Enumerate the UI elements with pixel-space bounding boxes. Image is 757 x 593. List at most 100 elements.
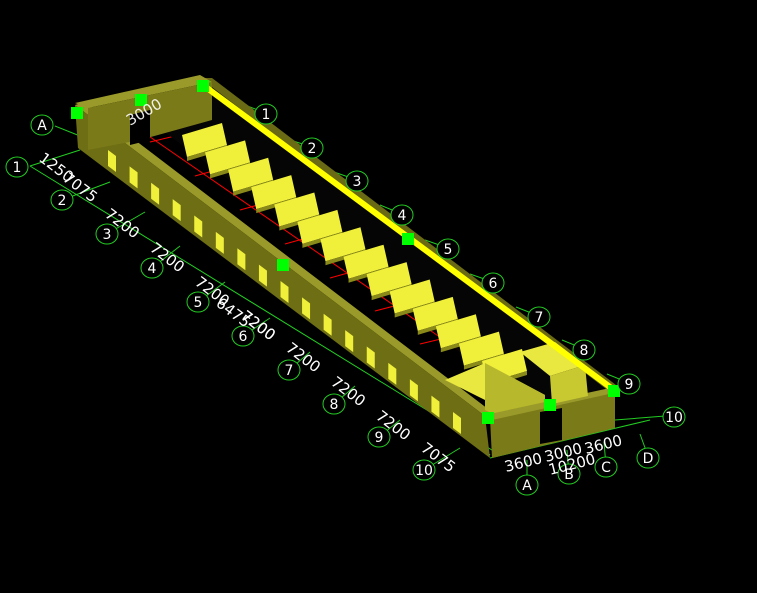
- right-axis-label: 3: [353, 174, 362, 190]
- left-axis-label: 3: [103, 227, 112, 243]
- left-axis-bubble: [95, 223, 119, 245]
- slab-panel: [228, 157, 274, 192]
- window-opening: [237, 248, 246, 271]
- bottom-axis-bubble: [636, 447, 660, 469]
- left-axis-bubble: [140, 257, 164, 279]
- left-axis-bubble: [5, 156, 29, 178]
- left-axis-label: 10: [415, 463, 433, 479]
- bottom-axis-label: C: [601, 460, 611, 476]
- left-axis-bubble: [277, 359, 301, 381]
- bottom-axis-label: D: [643, 451, 654, 467]
- window-opening: [280, 281, 289, 303]
- slab-panel: [251, 175, 297, 210]
- window-opening: [453, 412, 461, 434]
- slab-panel: [458, 331, 504, 366]
- slab-panel: [182, 123, 227, 157]
- slab-panel: [435, 314, 481, 349]
- bottom-axis-label: B: [564, 467, 574, 483]
- bottom-axis-bubble: [594, 456, 618, 478]
- axis-top-left-label: A: [37, 118, 47, 134]
- node-marker[interactable]: [277, 259, 289, 271]
- right-tower-top: [520, 342, 585, 376]
- node-marker[interactable]: [482, 412, 494, 424]
- bottom-axis-bubble: [515, 474, 539, 496]
- node-marker[interactable]: [402, 233, 414, 245]
- window-opening: [258, 264, 267, 287]
- right-axis-label: 8: [580, 343, 589, 359]
- left-axis-bubble: [367, 426, 391, 448]
- window-opening: [215, 231, 224, 254]
- left-axis-bubble: [50, 189, 74, 211]
- window-opening: [345, 330, 354, 353]
- right-axis-label: 2: [308, 141, 317, 157]
- right-axis-bubble: [436, 238, 460, 260]
- slab-panel: [205, 140, 251, 175]
- window-opening: [366, 346, 375, 369]
- left-axis-bubble: [186, 291, 210, 313]
- window-opening: [302, 297, 311, 320]
- left-axis-bubble: [412, 459, 436, 481]
- bottom-axis-bubble: [557, 463, 581, 485]
- node-marker[interactable]: [135, 94, 147, 106]
- left-axis-bubble: [322, 393, 346, 415]
- right-axis-bubble: [617, 373, 641, 395]
- node-marker[interactable]: [544, 399, 556, 411]
- front-long-wall-face: [75, 105, 490, 458]
- right-axis-bubble: [345, 170, 369, 192]
- right-axis-bubble: [300, 137, 324, 159]
- right-axis-label: 10: [665, 410, 683, 426]
- left-axis-label: 9: [375, 430, 384, 446]
- node-marker[interactable]: [608, 385, 620, 397]
- left-axis-label: 2: [58, 193, 67, 209]
- right-axis-bubble: [662, 406, 686, 428]
- window-opening: [409, 379, 418, 402]
- right-end-opening: [540, 408, 562, 444]
- right-axis-label: 4: [398, 208, 407, 224]
- window-opening: [129, 166, 138, 189]
- window-opening: [388, 362, 397, 385]
- left-axis-label: 1: [13, 160, 22, 176]
- right-axis-bubble: [572, 339, 596, 361]
- right-axis-label: 6: [489, 276, 498, 292]
- left-end-wall-top: [75, 75, 212, 108]
- window-opening: [323, 313, 332, 336]
- slab-panel: [343, 244, 389, 279]
- slab-panels: [182, 123, 527, 387]
- left-axis-label: 8: [330, 397, 339, 413]
- right-tower-side: [550, 365, 588, 404]
- left-axis-label: 6: [239, 329, 248, 345]
- left-end-wall-opening: [130, 110, 150, 145]
- node-marker[interactable]: [71, 107, 83, 119]
- left-axis-label: 4: [148, 261, 157, 277]
- right-axis-bubble: [254, 103, 278, 125]
- green-nodes: [71, 80, 620, 424]
- window-opening: [172, 199, 181, 222]
- window-openings: [108, 150, 461, 434]
- bottom-axis-label: A: [522, 478, 532, 494]
- slab-panel: [389, 279, 435, 314]
- right-axis-label: 9: [625, 377, 634, 393]
- node-marker[interactable]: [197, 80, 209, 92]
- slab-panel: [412, 296, 458, 331]
- left-axis-labels: 1 2 3 4 5 6 7 8 9 10: [5, 156, 436, 481]
- right-axis-bubble: [527, 306, 551, 328]
- right-axis-bubble: [390, 204, 414, 226]
- right-axis-bubble: [481, 272, 505, 294]
- right-axis-label: 1: [262, 107, 271, 123]
- bottom-axis-labels: A B C D: [515, 447, 660, 496]
- slab-panel: [274, 192, 320, 227]
- right-axis-labels: 1 2 3 4 5 6 7 8 9 10: [254, 103, 686, 428]
- window-opening: [151, 182, 160, 205]
- slab-panel: [320, 227, 366, 262]
- right-axis-label: 7: [535, 310, 544, 326]
- window-opening: [431, 395, 440, 418]
- left-axis-label: 5: [194, 295, 203, 311]
- left-axis-bubble: [231, 325, 255, 347]
- slab-panel: [297, 209, 343, 244]
- window-opening: [108, 150, 116, 172]
- right-axis-label: 5: [444, 242, 453, 258]
- left-axis-label: 7: [285, 363, 294, 379]
- slab-panel: [366, 262, 412, 297]
